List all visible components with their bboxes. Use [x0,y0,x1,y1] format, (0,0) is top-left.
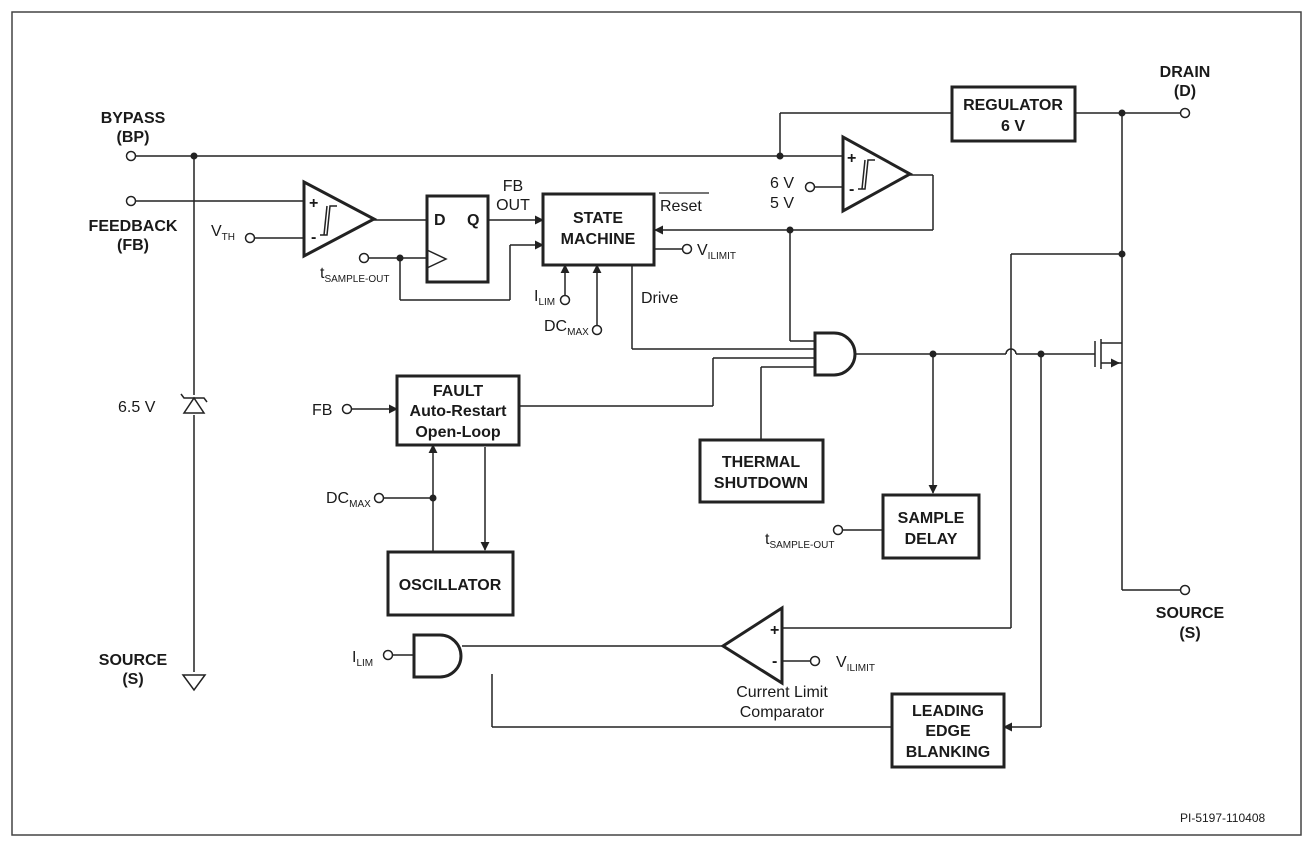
state-machine-block: STATE MACHINE [541,192,656,267]
sample-delay-block: SAMPLE DELAY [881,493,981,560]
figure-frame [11,11,1302,836]
t-sample-out-label-1: tSAMPLE-OUT [320,265,389,285]
vth-label: VTH [211,223,235,243]
bypass-comparator: + - [841,134,914,214]
cl-comp-minus: - [772,653,777,670]
pin-circles [125,107,1191,667]
vilimit-label-1: VILIMIT [697,242,736,262]
six-volt-label: 6 V [770,175,794,192]
current-limit-comparator-label-1: Current Limit [736,684,828,701]
vilimit-label-2: VILIMIT [836,654,875,674]
thermal-line-2: SHUTDOWN [714,475,808,492]
zener-voltage-label: 6.5 V [118,399,156,416]
fault-line-2: Auto-Restart [410,403,508,420]
fault-line-1: FAULT [433,383,484,400]
bp-comp-minus: - [849,181,854,198]
leb-line-2: EDGE [925,723,971,740]
fb-comp-plus: + [309,195,318,212]
reset-label: Reset [660,198,702,215]
oscillator-label: OSCILLATOR [399,577,502,594]
source-pin-left-abbr: (S) [122,671,143,688]
cl-comp-plus: + [770,622,779,639]
flipflop-q: Q [467,212,479,229]
current-limit-comparator-label-2: Comparator [740,704,825,721]
drive-label: Drive [641,290,678,307]
sample-delay-line-1: SAMPLE [898,510,965,527]
current-limit-comparator: + - [720,605,784,686]
state-machine-line-2: MACHINE [561,231,636,248]
oscillator-block: OSCILLATOR [386,550,515,617]
bypass-pin-abbr: (BP) [117,129,150,146]
thermal-line-1: THERMAL [722,454,800,471]
current-limit-and-gate [412,633,463,679]
drive-and-gate [813,331,857,377]
feedback-pin-label: FEEDBACK [89,218,178,235]
ilim-label-2: ILIM [352,649,373,669]
dcmax-label-2: DCMAX [326,490,371,510]
feedback-pin-abbr: (FB) [117,237,149,254]
drain-pin-label: DRAIN [1160,64,1211,81]
fb-out-label-2: OUT [496,197,530,214]
fb-comp-minus: - [311,229,316,246]
state-machine-line-1: STATE [573,210,623,227]
flipflop-d: D [434,212,446,229]
five-volt-label: 5 V [770,195,794,212]
leb-line-3: BLANKING [906,744,990,761]
t-sample-out-label-2: tSAMPLE-OUT [765,531,834,551]
bp-comp-plus: + [847,150,856,167]
wires [136,112,1180,732]
bypass-pin-label: BYPASS [101,110,166,127]
fb-out-label-1: FB [503,178,523,195]
source-pin-right-abbr: (S) [1179,625,1200,642]
regulator-line-1: REGULATOR [963,97,1063,114]
fault-block: FAULT Auto-Restart Open-Loop [395,374,521,447]
drain-pin-abbr: (D) [1174,83,1196,100]
ilim-label-1: ILIM [534,288,555,308]
dcmax-label-1: DCMAX [544,318,589,338]
leb-line-1: LEADING [912,703,984,720]
d-flip-flop: D Q [425,194,490,284]
fault-line-3: Open-Loop [415,424,501,441]
leading-edge-blanking-block: LEADING EDGE BLANKING [890,692,1006,769]
source-pin-left-label: SOURCE [99,652,168,669]
figure-reference-id: PI-5197-110408 [1180,811,1266,825]
thermal-shutdown-block: THERMAL SHUTDOWN [698,438,825,504]
fault-fb-label: FB [312,402,332,419]
regulator-block: REGULATOR 6 V [950,85,1077,143]
junction-dots [190,109,1126,502]
sample-delay-line-2: DELAY [905,531,958,548]
source-pin-right-label: SOURCE [1156,605,1225,622]
feedback-comparator: + - [302,179,378,259]
regulator-line-2: 6 V [1001,118,1025,135]
